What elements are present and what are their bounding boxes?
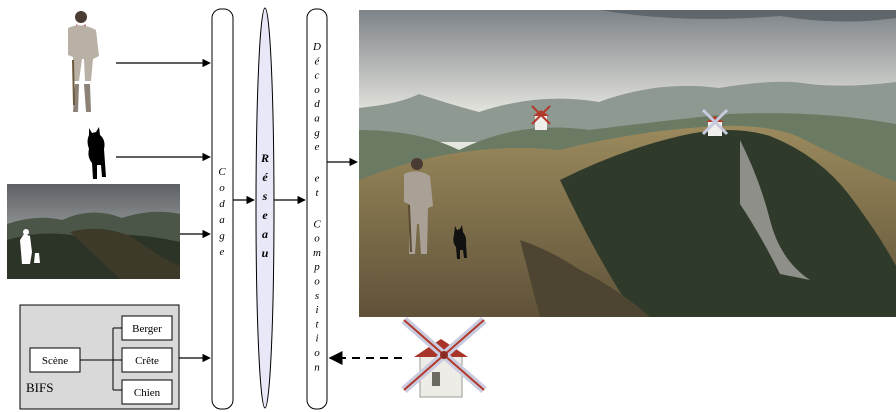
- scene-windmill-left: [531, 105, 551, 130]
- bifs-berger-label: Berger: [132, 323, 162, 335]
- bifs-panel: Scène Berger Crête Chien BIFS: [19, 304, 180, 410]
- composited-scene-image: [359, 10, 896, 317]
- scene-windmill-right: [701, 108, 729, 136]
- bifs-chien-label: Chien: [134, 387, 161, 399]
- dog-silhouette: [87, 127, 106, 179]
- bifs-title: BIFS: [26, 380, 53, 395]
- bifs-node-chien: [121, 379, 173, 405]
- bifs-node-berger: [121, 315, 173, 341]
- landscape-mask-image: [7, 184, 180, 279]
- shepherd-image: [68, 11, 99, 112]
- bifs-crete-label: Crête: [135, 355, 159, 367]
- bifs-node-scene: [29, 347, 81, 373]
- bifs-node-crete: [121, 347, 173, 373]
- bifs-scene-label: Scène: [42, 355, 68, 367]
- windmill-image: [401, 316, 487, 398]
